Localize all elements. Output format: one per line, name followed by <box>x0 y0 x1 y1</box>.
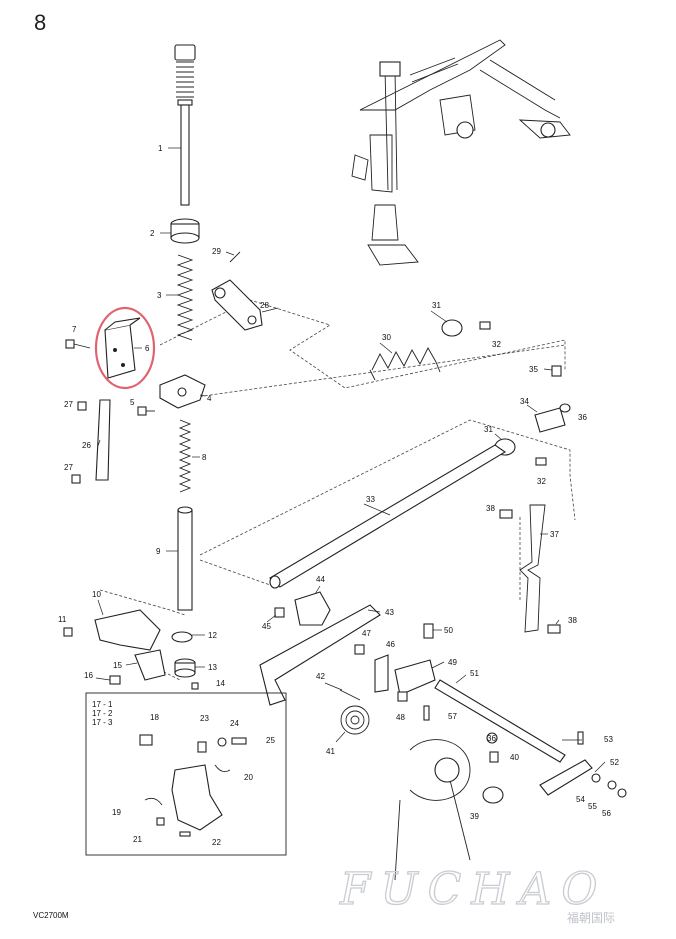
group-label-2: 17 - 2 <box>92 709 113 718</box>
presser-foot-group: 17 - 1 17 - 2 17 - 3 <box>85 692 287 856</box>
label-57: 57 <box>448 712 457 721</box>
label-19: 19 <box>112 808 121 817</box>
parts-52-57 <box>423 705 627 798</box>
assembly-overview <box>351 39 571 266</box>
label-53: 53 <box>604 735 613 744</box>
label-42: 42 <box>316 672 325 681</box>
group-label-1: 17 - 1 <box>92 700 113 709</box>
label-6: 6 <box>145 344 150 353</box>
label-48: 48 <box>396 713 405 722</box>
label-37: 37 <box>550 530 559 539</box>
label-38b: 38 <box>568 616 577 625</box>
label-56: 56 <box>602 809 611 818</box>
spring-30-assembly <box>369 319 547 466</box>
label-38a: 38 <box>486 504 495 513</box>
label-18: 18 <box>150 713 159 722</box>
label-43: 43 <box>385 608 394 617</box>
label-29: 29 <box>212 247 221 256</box>
label-27a: 27 <box>64 400 73 409</box>
label-12: 12 <box>208 631 217 640</box>
watermark: FUCHAO 福朝国际 <box>338 863 615 925</box>
label-10: 10 <box>92 590 101 599</box>
block-34 <box>534 365 571 433</box>
label-31a: 31 <box>432 301 441 310</box>
label-26: 26 <box>82 441 91 450</box>
leader-lines <box>95 147 606 773</box>
label-9: 9 <box>156 547 161 556</box>
label-50: 50 <box>444 626 453 635</box>
label-27b: 27 <box>64 463 73 472</box>
left-small-parts <box>63 339 166 685</box>
arm-28 <box>211 251 263 331</box>
label-22: 22 <box>212 838 221 847</box>
label-20: 20 <box>244 773 253 782</box>
label-4: 4 <box>207 394 212 403</box>
shaft-33 <box>269 444 507 589</box>
label-32b: 32 <box>537 477 546 486</box>
label-36a: 36 <box>578 413 587 422</box>
part-6-bracket <box>94 306 156 390</box>
label-2: 2 <box>150 229 155 238</box>
part-labels: 1 2 3 4 6 7 8 9 10 11 12 13 14 15 16 18 … <box>58 144 619 847</box>
label-35: 35 <box>529 365 538 374</box>
watermark-latin: FUCHAO <box>339 864 608 915</box>
crank-39 <box>394 732 504 881</box>
label-33: 33 <box>366 495 375 504</box>
label-14: 14 <box>216 679 225 688</box>
label-39: 39 <box>470 812 479 821</box>
label-16: 16 <box>84 671 93 680</box>
highlight-circle <box>94 306 156 390</box>
label-23: 23 <box>200 714 209 723</box>
label-7: 7 <box>72 325 77 334</box>
group-label-3: 17 - 3 <box>92 718 113 727</box>
label-24: 24 <box>230 719 239 728</box>
label-45: 45 <box>262 622 271 631</box>
label-5: 5 <box>130 398 135 407</box>
label-11: 11 <box>58 615 67 624</box>
label-51: 51 <box>470 669 479 678</box>
label-28: 28 <box>260 301 269 310</box>
bar-51 <box>434 679 566 763</box>
watermark-chinese: 福朝国际 <box>567 910 615 925</box>
label-49: 49 <box>448 658 457 667</box>
label-25: 25 <box>266 736 275 745</box>
label-40: 40 <box>510 753 519 762</box>
lever-43 <box>259 591 381 706</box>
label-54: 54 <box>576 795 585 804</box>
label-1: 1 <box>158 144 163 153</box>
presser-bar-assembly <box>159 44 206 690</box>
model-code: VC2700M <box>33 911 69 920</box>
label-31b: 31 <box>484 425 493 434</box>
label-52: 52 <box>610 758 619 767</box>
label-41: 41 <box>326 747 335 756</box>
label-32a: 32 <box>492 340 501 349</box>
label-44: 44 <box>316 575 325 584</box>
label-30: 30 <box>382 333 391 342</box>
label-46: 46 <box>386 640 395 649</box>
label-47: 47 <box>362 629 371 638</box>
label-3: 3 <box>157 291 162 300</box>
label-36b: 36 <box>487 734 496 743</box>
label-8: 8 <box>202 453 207 462</box>
parts-46-50 <box>354 623 436 702</box>
label-13: 13 <box>208 663 217 672</box>
label-21: 21 <box>133 835 142 844</box>
label-55: 55 <box>588 802 597 811</box>
link-37 <box>499 504 561 634</box>
label-34: 34 <box>520 397 529 406</box>
label-15: 15 <box>113 661 122 670</box>
page-number: 8 <box>34 10 46 35</box>
spring-41 <box>339 689 370 735</box>
